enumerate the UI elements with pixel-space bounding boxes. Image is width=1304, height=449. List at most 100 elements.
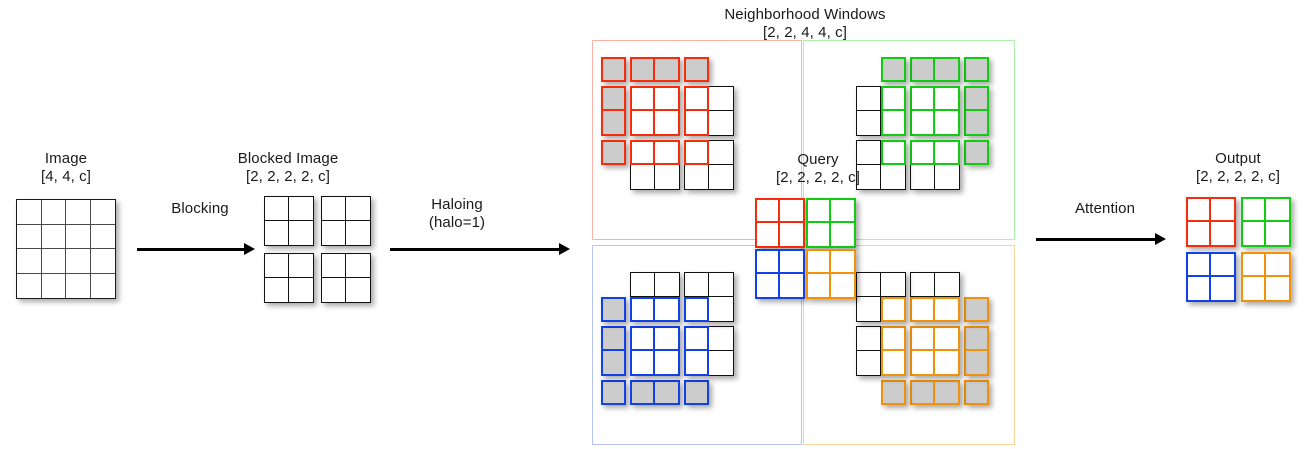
blocking-label: Blocking [171, 200, 229, 217]
image-cell [66, 273, 91, 298]
halo-cell [883, 382, 904, 403]
query-label: Query [797, 151, 839, 168]
output-block-orange [1241, 252, 1291, 302]
cell [289, 221, 313, 245]
halo-edge-block [910, 380, 960, 405]
halo-overlap-region [684, 297, 709, 322]
cell [757, 274, 780, 297]
cell [883, 111, 904, 134]
halo-overlap-region [684, 86, 709, 136]
image-cell [17, 200, 42, 225]
arrow-shaft [390, 248, 561, 251]
neighborhood-caption: Neighborhood Windows [2, 2, 4, 4, c] [690, 6, 920, 42]
halo-overlap-region [684, 326, 709, 376]
halo-cell [603, 351, 624, 374]
cell [289, 278, 313, 302]
image-cell [17, 273, 42, 298]
cell [831, 274, 854, 297]
cell [655, 299, 678, 320]
halo-overlap-region [910, 297, 960, 322]
halo-cell [966, 111, 987, 134]
cell [911, 141, 935, 165]
cell [881, 351, 905, 375]
image-cell [90, 273, 115, 298]
cell [631, 165, 655, 189]
cell [686, 111, 707, 134]
query-center-orange [806, 249, 856, 299]
cell [831, 251, 854, 274]
halo-cell [603, 328, 624, 351]
cell [346, 197, 370, 221]
cell [709, 351, 733, 375]
cell [1211, 277, 1234, 300]
blocked-image-shape: [2, 2, 2, 2, c] [245, 168, 331, 185]
attention-arrow-caption: Attention [1040, 200, 1170, 218]
cell [780, 274, 803, 297]
cell [883, 328, 904, 351]
output-block-blue [1186, 252, 1236, 302]
cell [685, 273, 709, 297]
cell [757, 251, 780, 274]
cell [289, 254, 313, 278]
cell [935, 351, 958, 374]
cell [935, 165, 959, 189]
image-grid-4x4 [16, 199, 116, 299]
halo-cell [966, 142, 987, 163]
neighborhood-shape: [2, 2, 4, 4, c] [762, 24, 848, 41]
cell [911, 273, 935, 297]
cell [709, 87, 733, 111]
cell [655, 273, 679, 297]
cell [1188, 199, 1211, 222]
halo-cell [655, 59, 678, 80]
halo-cell [632, 59, 655, 80]
cell [322, 254, 346, 278]
halo-cell [603, 111, 624, 134]
cell [1266, 222, 1289, 245]
cell [808, 274, 831, 297]
cell [935, 88, 958, 111]
cell [655, 297, 679, 321]
cell [1243, 222, 1266, 245]
output-block-red [1186, 197, 1236, 247]
haloing-sublabel: (halo=1) [428, 214, 486, 231]
cell [709, 111, 733, 135]
halo-edge-block [601, 140, 626, 165]
cell [935, 111, 958, 134]
halo-cell [966, 382, 987, 403]
cell [686, 299, 707, 320]
query-block-orange [910, 326, 960, 376]
cell [632, 299, 655, 320]
image-cell [66, 224, 91, 249]
halo-corner-block [601, 380, 626, 405]
image-shape: [4, 4, c] [40, 168, 92, 185]
cell [709, 141, 733, 165]
halo-edge-block [601, 86, 626, 136]
cell [686, 88, 707, 111]
cell [1211, 254, 1234, 277]
image-cell [41, 224, 66, 249]
cell [912, 88, 935, 111]
halo-cell [603, 88, 624, 111]
arrow-head-icon [559, 243, 570, 255]
cell [655, 328, 678, 351]
output-label: Output [1215, 150, 1261, 167]
halo-cell [883, 59, 904, 80]
halo-edge-block [684, 57, 709, 82]
quadrant-frame-bottom-right [803, 245, 1015, 445]
cell [831, 200, 854, 223]
neighbour-block [684, 326, 734, 376]
halo-overlap-region [881, 326, 906, 376]
halo-cell [603, 299, 624, 320]
halo-cell [966, 59, 987, 80]
neighbour-block [684, 140, 734, 190]
blocking-arrow [137, 243, 255, 255]
halo-edge-block [910, 57, 960, 82]
cell [709, 327, 733, 351]
neighborhood-label: Neighborhood Windows [724, 6, 886, 23]
cell [346, 278, 370, 302]
image-caption: Image [4, 4, c] [6, 150, 126, 186]
cell [1188, 254, 1211, 277]
cell [857, 165, 881, 189]
halo-cell [632, 382, 655, 403]
